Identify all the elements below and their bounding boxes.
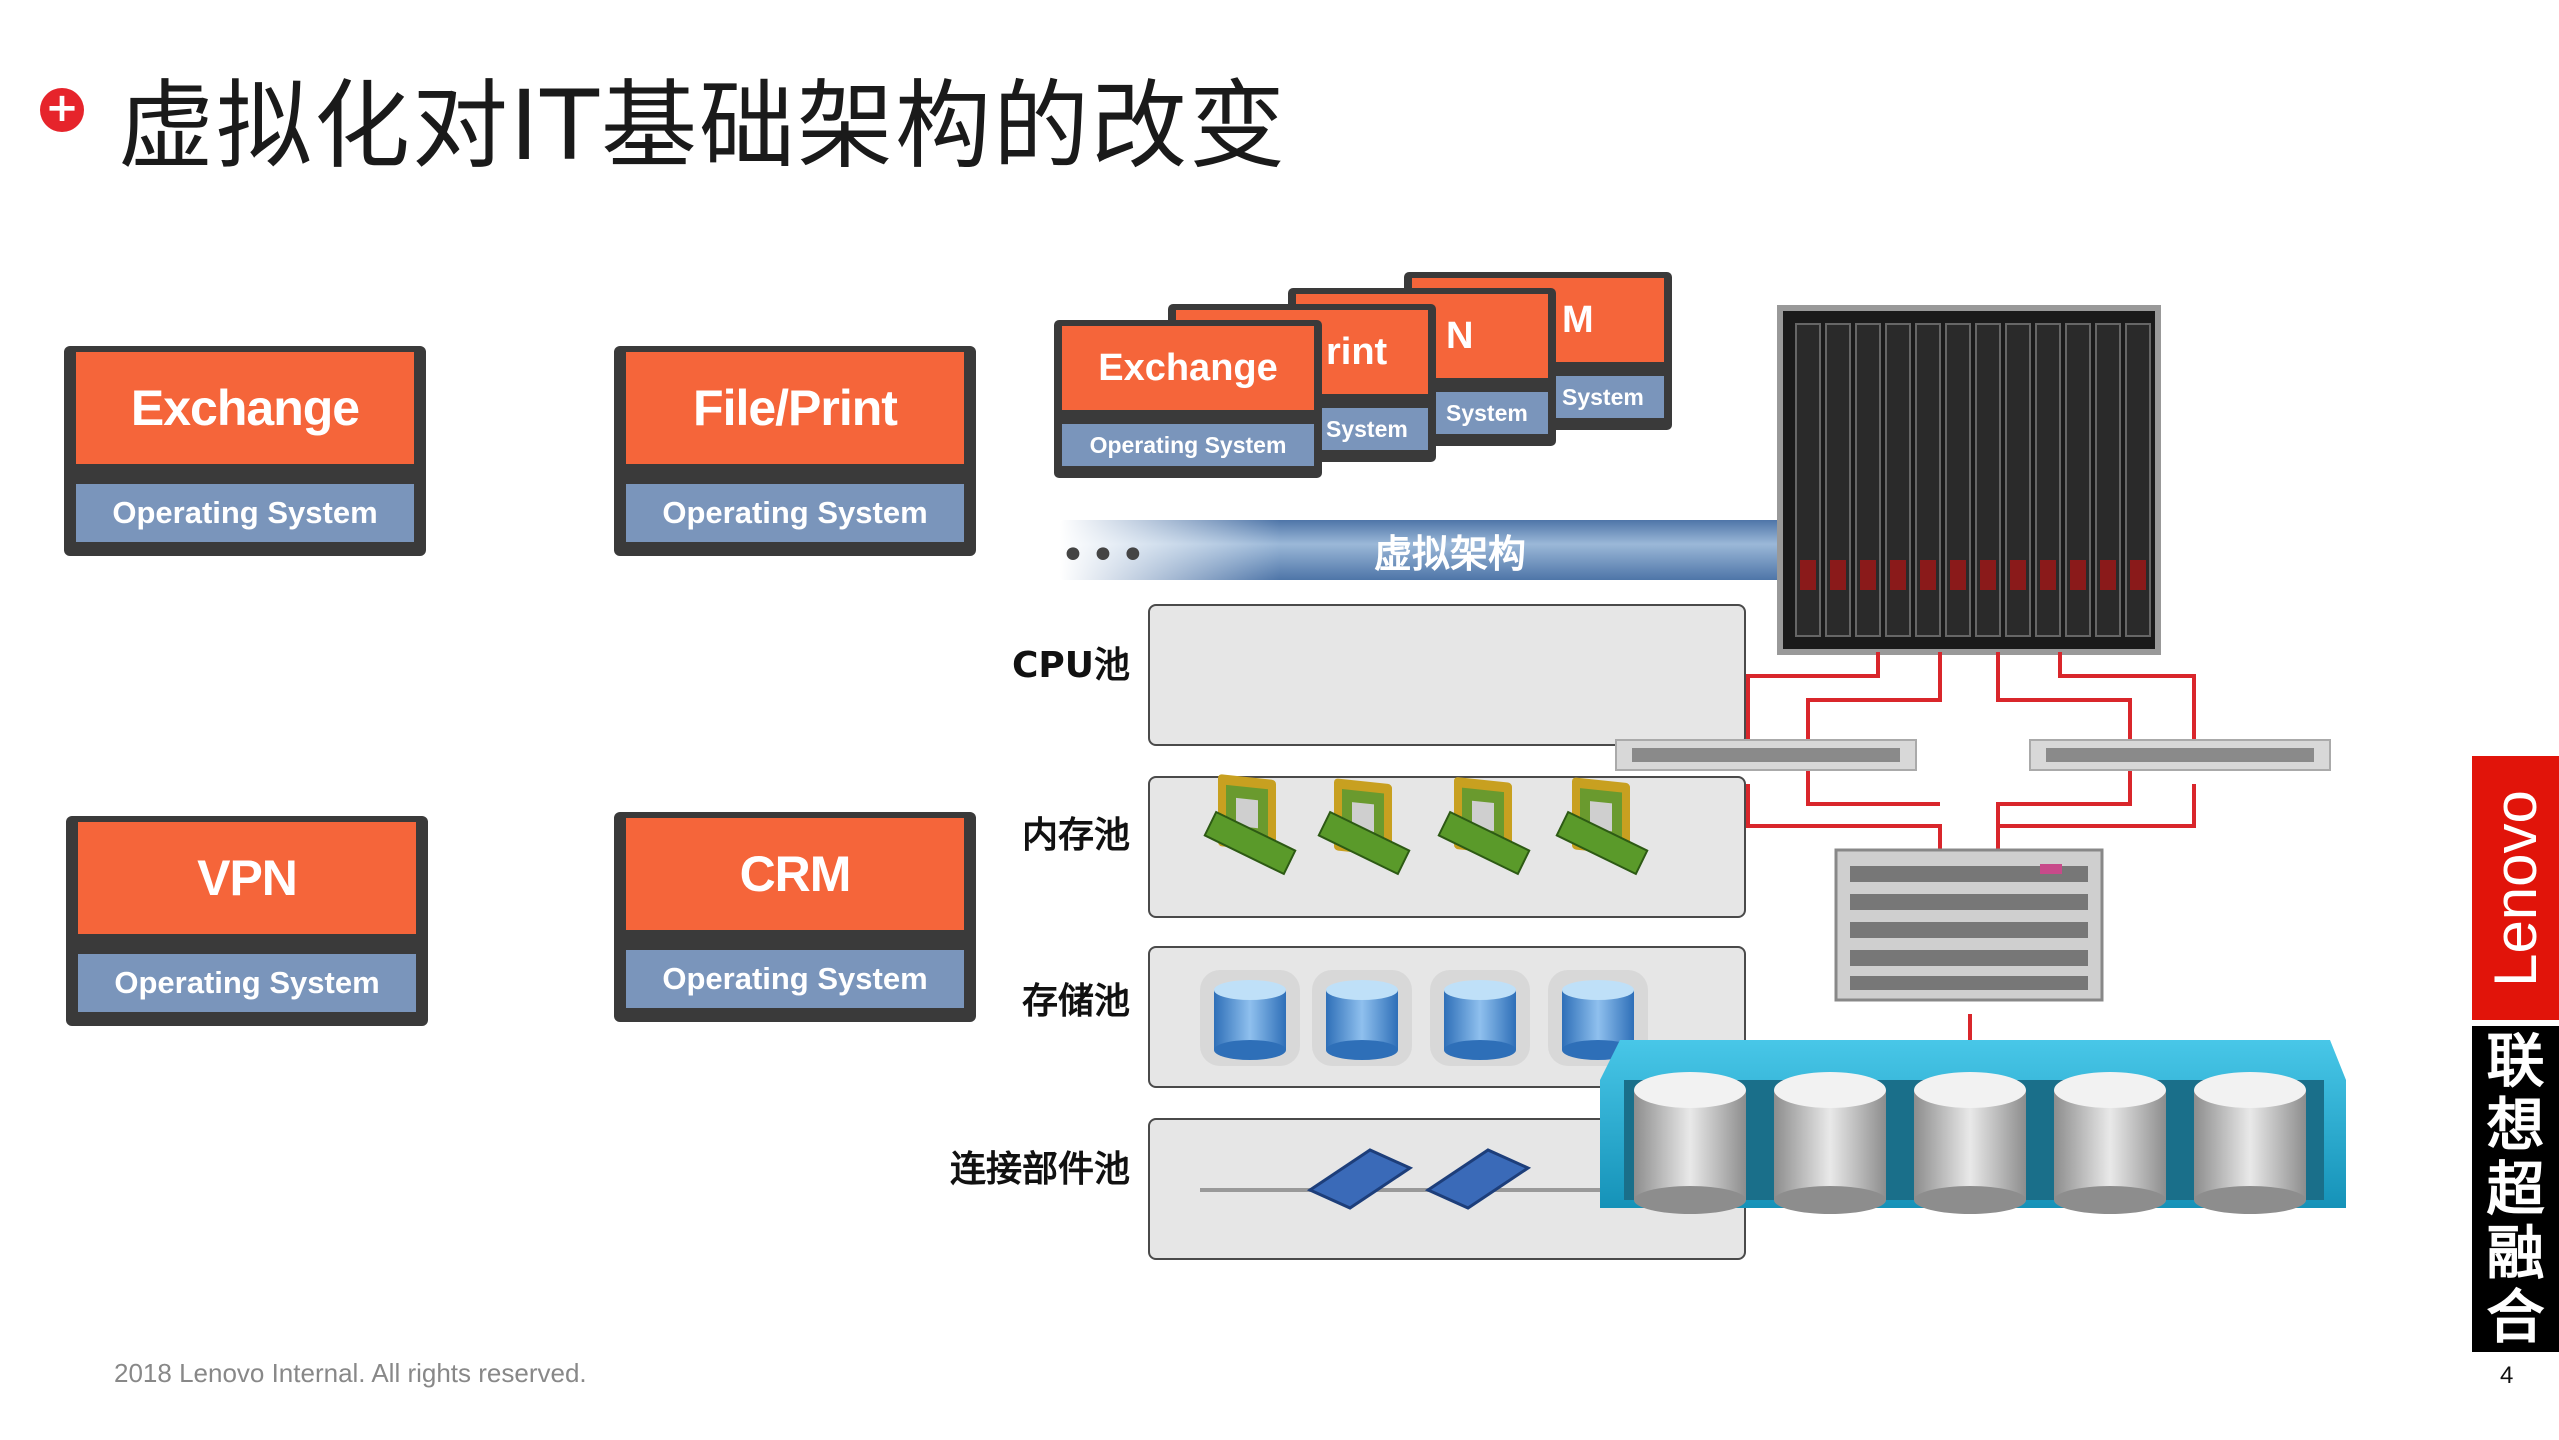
tagline-char: 超 <box>2486 1155 2545 1223</box>
os-label: Operating System <box>78 954 416 1012</box>
copyright-footer: 2018 Lenovo Internal. All rights reserve… <box>114 1358 587 1388</box>
pool-label-network: 连接部件池 <box>949 1149 1130 1190</box>
pool-label-cpu: CPU池 <box>1011 645 1130 686</box>
app-label: VPN <box>78 822 416 934</box>
lenovo-logo: Lenovo <box>2472 756 2559 1020</box>
os-label: Operating System <box>76 484 414 542</box>
memory-module-icon <box>1203 810 1297 876</box>
blade-server-chassis-icon <box>1777 305 2161 655</box>
database-icon <box>1312 970 1412 1066</box>
virtualization-bar-fade <box>1060 520 1280 580</box>
ellipsis-dots: ••• <box>1060 530 1150 581</box>
memory-module-icon <box>1555 810 1649 876</box>
os-label: Operating System <box>626 484 964 542</box>
memory-module-icon <box>1317 810 1411 876</box>
fabric-switch-icon <box>2029 739 2331 771</box>
physical-server-vpn: VPN Operating System <box>66 816 428 1026</box>
database-icon <box>1914 1072 2026 1214</box>
app-label: File/Print <box>626 352 964 464</box>
tagline-char: 想 <box>2486 1091 2545 1159</box>
cpu-pool-box <box>1148 604 1746 746</box>
virtualization-label: 虚拟架构 <box>1373 531 1526 576</box>
memory-module-icon <box>1437 810 1531 876</box>
app-label: Exchange <box>76 352 414 464</box>
physical-server-fileprint: File/Print Operating System <box>614 346 976 556</box>
physical-server-crm: CRM Operating System <box>614 812 976 1022</box>
database-icon <box>1200 970 1300 1066</box>
page-title: 虚拟化对IT基础架构的改变 <box>118 70 1287 182</box>
tagline-char: 融 <box>2486 1219 2545 1287</box>
os-label: Operating System <box>626 950 964 1008</box>
tagline-char: 联 <box>2486 1027 2545 1095</box>
pool-label-memory: 内存池 <box>1021 815 1130 856</box>
title-bullet-icon: + <box>40 88 84 132</box>
physical-server-exchange: Exchange Operating System <box>64 346 426 556</box>
vm-os-label: Operating System <box>1062 424 1314 466</box>
database-icon <box>1774 1072 1886 1214</box>
page-number: 4 <box>2500 1362 2514 1389</box>
app-label: CRM <box>626 818 964 930</box>
red-links <box>1746 652 2196 1054</box>
network-switch-icon <box>1424 1148 1532 1210</box>
database-icon <box>1634 1072 1746 1214</box>
database-icon <box>2054 1072 2166 1214</box>
vm-app-label: Exchange <box>1062 326 1314 410</box>
core-switch-icon <box>1834 848 2104 1002</box>
brand-tagline: 联 想 超 融 合 <box>2472 1026 2559 1352</box>
network-switch-icon <box>1306 1148 1414 1210</box>
pool-label-storage: 存储池 <box>1021 981 1130 1022</box>
lenovo-logo-text: Lenovo <box>2482 789 2550 987</box>
fabric-switch-icon <box>1615 739 1917 771</box>
database-icon <box>2194 1072 2306 1214</box>
vm-card-exchange: Exchange Operating System <box>1054 320 1322 478</box>
database-icon <box>1430 970 1530 1066</box>
tagline-char: 合 <box>2486 1283 2545 1351</box>
